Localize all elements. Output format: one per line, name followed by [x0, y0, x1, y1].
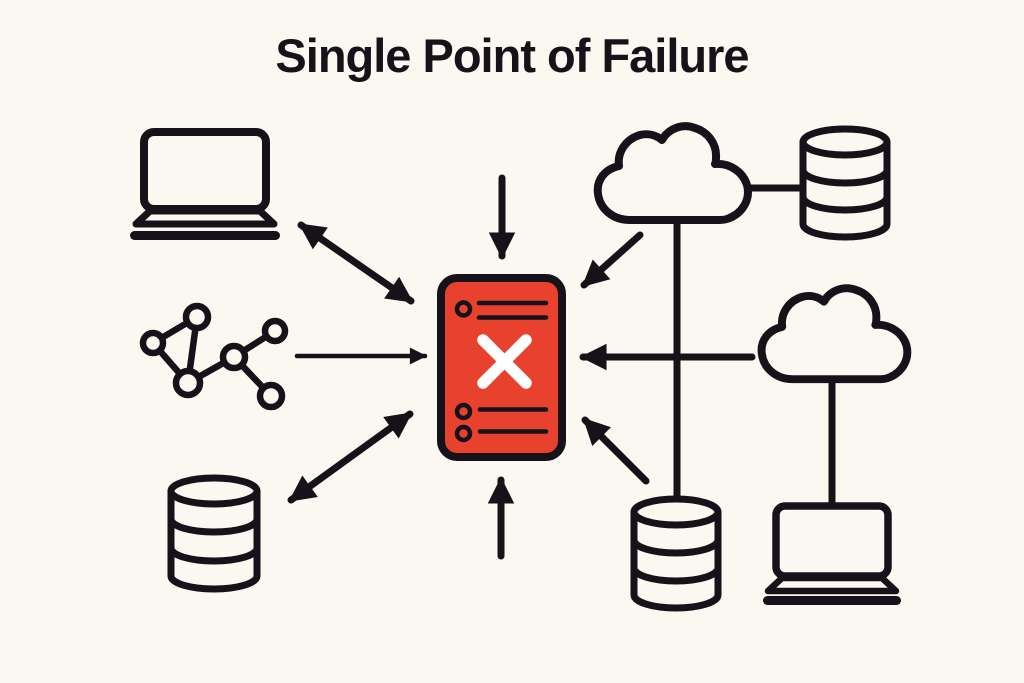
laptop-icon	[130, 128, 280, 240]
laptop-icon-bottom-right	[763, 502, 901, 605]
cloud-icon-top-right	[598, 126, 748, 220]
arrow-laptop-server-bidirectional	[297, 221, 415, 305]
arrow-dbmiddle-to-server	[581, 416, 650, 485]
network-graph-icon	[139, 302, 289, 411]
arrows	[287, 174, 756, 560]
diagram-title: Single Point of Failure	[275, 29, 749, 82]
arrow-cloudtr-to-server	[580, 231, 644, 289]
server-error-icon	[437, 274, 566, 461]
database-icon-bottom-left	[167, 474, 261, 593]
failure-x-icon	[477, 334, 532, 389]
database-icon-bottom-middle	[630, 495, 722, 612]
database-icon-top-right	[799, 125, 891, 241]
cloud-icon-right	[762, 288, 908, 379]
arrow-database-server-bidirectional	[287, 410, 414, 504]
